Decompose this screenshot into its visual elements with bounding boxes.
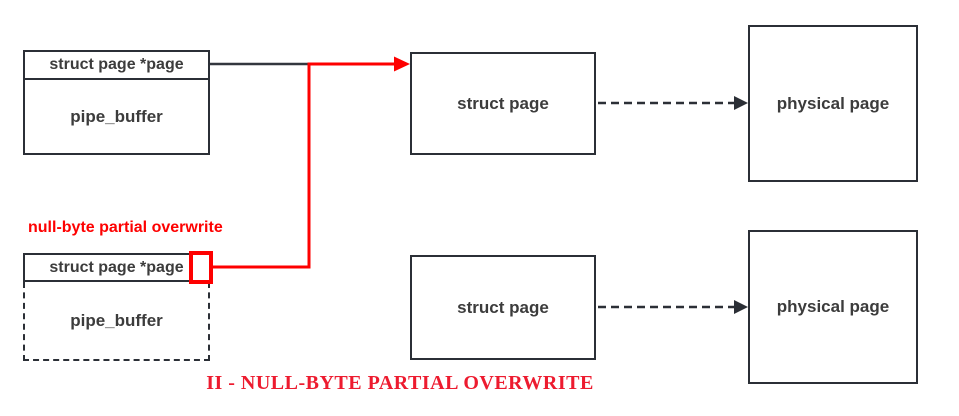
physical-page-label-bottom: physical page	[776, 297, 890, 316]
struct-page-label-bottom: struct page	[457, 297, 549, 317]
struct-page-pointer-label-original: struct page *page	[49, 56, 184, 73]
physical-page-box-top: physical page	[748, 25, 918, 182]
pipe-buffer-body-original: pipe_buffer	[25, 80, 208, 153]
red-arrowhead-icon	[394, 56, 410, 72]
struct-page-box-top: struct page	[410, 52, 596, 155]
mapping-arrowhead-top-icon	[734, 96, 748, 110]
struct-page-label-top: struct page	[457, 93, 549, 113]
overwritten-byte-highlight	[189, 251, 213, 284]
pipe-buffer-box-original: struct page *page pipe_buffer	[23, 50, 210, 155]
physical-page-box-bottom: physical page	[748, 230, 918, 384]
pipe-buffer-label-original: pipe_buffer	[70, 106, 163, 126]
physical-page-label-top: physical page	[776, 93, 890, 113]
pipe-buffer-body-overwritten: pipe_buffer	[23, 282, 210, 361]
struct-page-pointer-field-original: struct page *page	[25, 52, 208, 80]
struct-page-pointer-field-overwritten: struct page *page	[23, 253, 210, 282]
struct-page-box-bottom: struct page	[410, 255, 596, 360]
pipe-buffer-label-overwritten: pipe_buffer	[70, 310, 163, 330]
struct-page-pointer-label-overwritten: struct page *page	[49, 258, 184, 276]
diagram-caption: II - NULL-BYTE PARTIAL OVERWRITE	[206, 372, 594, 394]
mapping-arrowhead-bottom-icon	[734, 300, 748, 314]
null-byte-annotation: null-byte partial overwrite	[28, 219, 223, 236]
overwritten-pointer-path	[213, 62, 396, 269]
